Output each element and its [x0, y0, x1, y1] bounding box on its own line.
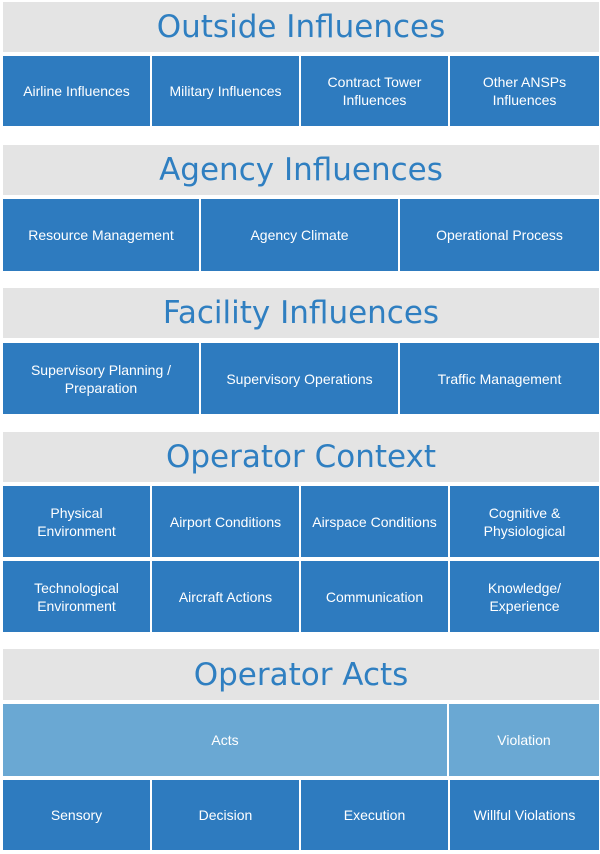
military-influences-box: Military Influences — [152, 56, 299, 126]
cognitive-physiological-box: Cognitive & Physiological — [450, 486, 599, 557]
airport-conditions-box: Airport Conditions — [152, 486, 299, 557]
physical-environment-box: Physical Environment — [3, 486, 150, 557]
other-ansps-influences-box: Other ANSPs Influences — [450, 56, 599, 126]
acts-category-box: Acts — [3, 704, 447, 776]
agency-influences-header: Agency Influences — [3, 145, 599, 195]
airspace-conditions-box: Airspace Conditions — [301, 486, 448, 557]
willful-violations-box: Willful Violations — [450, 780, 599, 850]
technological-environment-box: Technological Environment — [3, 561, 150, 632]
operator-acts-header: Operator Acts — [3, 649, 599, 700]
facility-influences-header: Facility Influences — [3, 288, 599, 338]
supervisory-planning-box: Supervisory Planning / Preparation — [3, 343, 199, 414]
sensory-box: Sensory — [3, 780, 150, 850]
knowledge-experience-box: Knowledge/ Experience — [450, 561, 599, 632]
execution-box: Execution — [301, 780, 448, 850]
operational-process-box: Operational Process — [400, 199, 599, 271]
aircraft-actions-box: Aircraft Actions — [152, 561, 299, 632]
supervisory-operations-box: Supervisory Operations — [201, 343, 398, 414]
outside-influences-header: Outside Influences — [3, 2, 599, 52]
operator-context-header: Operator Context — [3, 432, 599, 482]
airline-influences-box: Airline Influences — [3, 56, 150, 126]
decision-box: Decision — [152, 780, 299, 850]
violation-category-box: Violation — [449, 704, 599, 776]
resource-management-box: Resource Management — [3, 199, 199, 271]
communication-box: Communication — [301, 561, 448, 632]
contract-tower-influences-box: Contract Tower Influences — [301, 56, 448, 126]
traffic-management-box: Traffic Management — [400, 343, 599, 414]
agency-climate-box: Agency Climate — [201, 199, 398, 271]
